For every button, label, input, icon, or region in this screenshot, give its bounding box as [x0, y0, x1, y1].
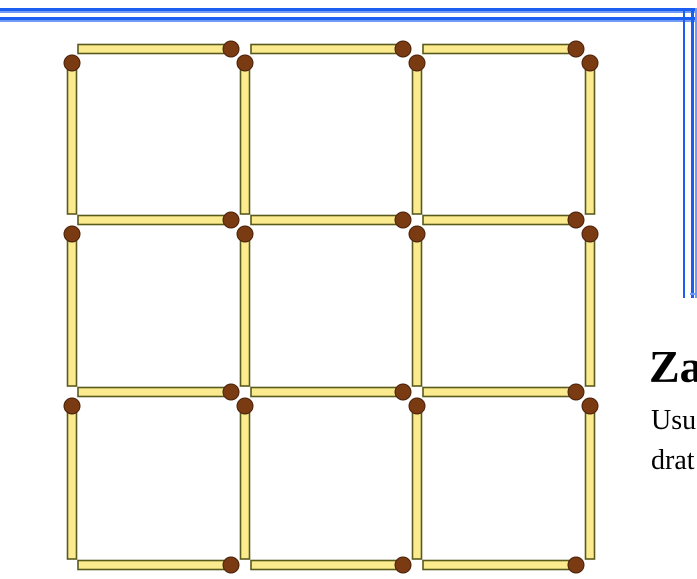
matchstick-horizontal[interactable] — [78, 557, 239, 573]
matchstick-horizontal[interactable] — [251, 384, 411, 400]
matchstick-vertical[interactable] — [582, 398, 598, 559]
task-text-line-1: Usu — [651, 401, 696, 441]
matchstick-horizontal[interactable] — [423, 557, 584, 573]
matchstick-vertical[interactable] — [409, 398, 425, 559]
matchstick-horizontal[interactable] — [251, 41, 411, 57]
task-text-line-2: drat — [651, 441, 696, 481]
matchstick-horizontal[interactable] — [251, 557, 411, 573]
matchstick-horizontal[interactable] — [78, 41, 239, 57]
matchstick-vertical[interactable] — [64, 226, 80, 386]
matchstick-horizontal[interactable] — [423, 384, 584, 400]
matchstick-horizontal[interactable] — [78, 384, 239, 400]
matchstick-vertical[interactable] — [582, 55, 598, 214]
matchstick-horizontal[interactable] — [251, 212, 411, 228]
matchstick-vertical[interactable] — [64, 398, 80, 559]
matchstick-vertical[interactable] — [237, 226, 253, 386]
matchstick-vertical[interactable] — [237, 55, 253, 214]
matchstick-vertical[interactable] — [409, 55, 425, 214]
matchstick-horizontal[interactable] — [423, 41, 584, 57]
task-heading: Za — [649, 344, 697, 390]
matchstick-vertical[interactable] — [582, 226, 598, 386]
task-text: Usu drat — [651, 401, 696, 481]
matchstick-vertical[interactable] — [409, 226, 425, 386]
matchstick-horizontal[interactable] — [423, 212, 584, 228]
matchstick-horizontal[interactable] — [78, 212, 239, 228]
matchstick-vertical[interactable] — [64, 55, 80, 214]
matchstick-vertical[interactable] — [237, 398, 253, 559]
